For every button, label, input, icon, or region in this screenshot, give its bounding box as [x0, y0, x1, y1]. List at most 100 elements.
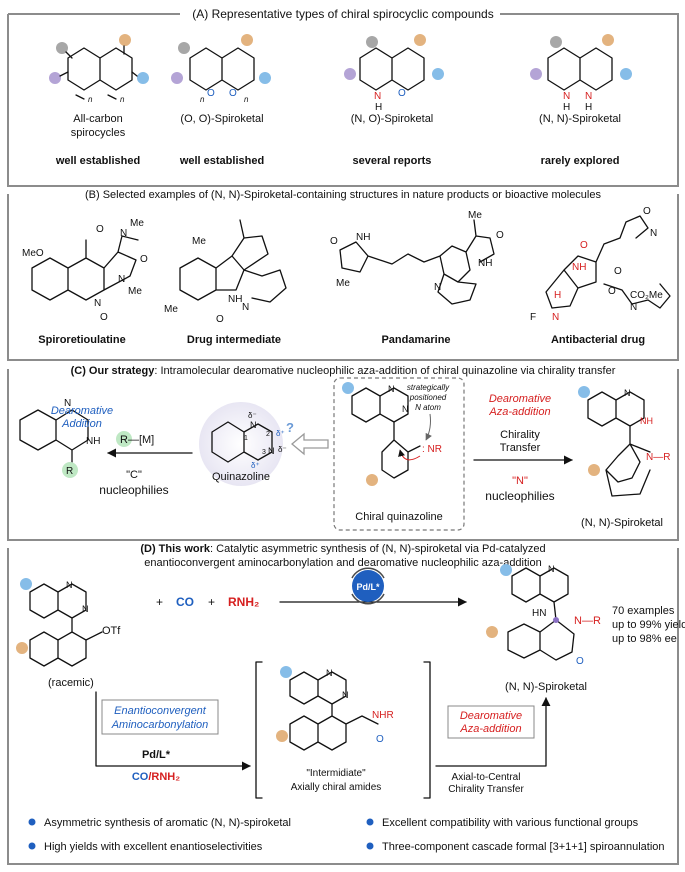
atom-label: O: [576, 656, 584, 667]
atom-label: N: [242, 302, 249, 313]
oxygen-atom: O: [229, 88, 237, 99]
catalyst-circle: [352, 570, 384, 602]
oxygen-atom: O: [398, 88, 406, 99]
nr-label: : NR: [422, 444, 442, 455]
atom-label: Me: [130, 218, 144, 229]
compound-name: Drug intermediate: [187, 334, 281, 346]
highlight-item: Excellent compatibility with various fun…: [382, 817, 639, 829]
arrow-to-product: [435, 697, 551, 767]
panel-d-frame: [7, 548, 679, 865]
charge-label: δ⁻: [248, 411, 257, 420]
substituent-blue-dot: [259, 72, 271, 84]
hydrogen-atom: H: [563, 102, 570, 113]
catalyst-label: Pd/L*: [356, 582, 379, 592]
structure-spiroretioulatine: MeO N Me O N Me O N O Spiroretioulatine: [22, 218, 148, 346]
substituent-blue-dot: [432, 68, 444, 80]
highlight-item: Three-component cascade formal [3+1+1] s…: [382, 841, 665, 853]
atom-label: NHR: [372, 710, 394, 721]
bracket-right: [423, 661, 431, 799]
amine-reagent: RNH₂: [228, 595, 259, 609]
panel-d-title-line2: enantioconvergent aminocarbonylation and…: [144, 557, 541, 569]
spiroketal-product-d: N HN N—R O (N, N)-Spiroketal: [486, 564, 601, 693]
atom-label: O: [496, 230, 504, 241]
atom-label: Me: [468, 210, 482, 221]
structure-pandamarine: O NH Me Me O NH N Pandamarine: [330, 210, 504, 346]
bullet-dot: [366, 842, 374, 850]
chiral-quinazoline-label: Chiral quinazoline: [355, 511, 442, 523]
stereocenter-dot: [553, 617, 559, 623]
atom-label: O: [608, 286, 616, 297]
compound-name: Spiroretioulatine: [38, 334, 125, 346]
atom-label: N: [326, 668, 333, 678]
substituent-blue-dot: [578, 386, 590, 398]
product-label: (N, N)-Spiroketal: [505, 681, 587, 693]
atom-label: N: [82, 604, 89, 614]
atom-label: N: [250, 420, 257, 430]
atom-label: Me: [128, 286, 142, 297]
atom-label: NH: [86, 436, 100, 447]
atom-label: F: [530, 312, 536, 323]
atom-label: N: [552, 312, 559, 323]
stat-line: up to 98% ee: [612, 633, 677, 645]
attack-arrow: [398, 449, 421, 461]
panel-c: (C) Our strategy: Intramolecular dearoma…: [7, 365, 679, 541]
atom-label: O: [330, 236, 338, 247]
label-enantioconvergent: Enantioconvergent: [114, 705, 207, 717]
substituent-orange-dot: [119, 34, 131, 46]
racemic-substrate: N N OTf (racemic): [16, 578, 121, 689]
item-label: (N, O)-Spiroketal: [351, 113, 434, 125]
atom-label: MeO: [22, 248, 44, 259]
substituent-gray-dot: [56, 42, 68, 54]
substituent-blue-dot: [500, 564, 512, 576]
stat-line: 70 examples: [612, 605, 675, 617]
highlight-item: Asymmetric synthesis of aromatic (N, N)-…: [44, 817, 291, 829]
quinazoline-center: N δ⁻ 1 2 δ⁺ 3 N δ⁻ δ⁺ Quinazoline: [199, 402, 287, 486]
index-n: n: [244, 95, 249, 104]
panel-b: (B) Selected examples of (N, N)-Spiroket…: [7, 189, 679, 361]
spiroketal-product-c: N NH N—R (N, N)-Spiroketal: [578, 386, 670, 529]
label-dearomative: Dearomative: [489, 393, 551, 405]
bullet-dot: [28, 818, 36, 826]
bullet-dot: [366, 818, 374, 826]
atom-label: O: [376, 734, 384, 745]
item-status: well established: [55, 155, 140, 167]
atom-label: N: [118, 274, 125, 285]
reagent-label: R—[M]: [120, 434, 154, 446]
atom-label: N: [434, 282, 441, 293]
substituent-purple-dot: [171, 72, 183, 84]
substituent-orange-dot: [588, 464, 600, 476]
charge-label: 1: [244, 435, 248, 442]
substituent-blue-dot: [342, 382, 354, 394]
index-n: n: [200, 95, 205, 104]
panel-a: (A) Representative types of chiral spiro…: [7, 7, 679, 187]
panel-d: (D) This work: Catalytic asymmetric synt…: [7, 543, 685, 865]
substituent-gray-dot: [550, 36, 562, 48]
atom-label: N: [120, 228, 127, 239]
substituent-purple-dot: [344, 68, 356, 80]
substituent-gray-dot: [366, 36, 378, 48]
cycle-arc-icon: [351, 567, 385, 579]
label-aminocarbonylation: Aminocarbonylation: [111, 719, 209, 731]
c-nucleophile-word: nucleophilies: [99, 483, 168, 497]
transfer-label: Transfer: [500, 442, 541, 454]
atom-label: N: [388, 384, 395, 394]
atom-label: NH: [356, 232, 370, 243]
otf-label: OTf: [102, 625, 121, 637]
stat-line: up to 99% yield: [612, 619, 685, 631]
nitrogen-atom: N: [563, 91, 570, 102]
atom-label: N: [342, 690, 349, 700]
atom-label: NH: [640, 416, 653, 426]
transfer-label: Axial-to-Central: [452, 772, 521, 783]
spiroketal-no: N H O (N, O)-Spiroketal several reports: [344, 34, 444, 167]
intermediate-subtitle: Axially chiral amides: [291, 782, 382, 793]
atom-label: N: [624, 388, 631, 398]
atom-label: CO₂Me: [630, 290, 663, 301]
nitrogen-atom: N: [374, 91, 381, 102]
substituent-orange-dot: [366, 474, 378, 486]
hollow-arrow: [290, 432, 329, 456]
atom-label: Me: [336, 278, 350, 289]
item-label: (O, O)-Spiroketal: [180, 113, 263, 125]
atom-label: N: [94, 298, 101, 309]
panel-d-title: (D) This work: Catalytic asymmetric synt…: [140, 543, 545, 555]
